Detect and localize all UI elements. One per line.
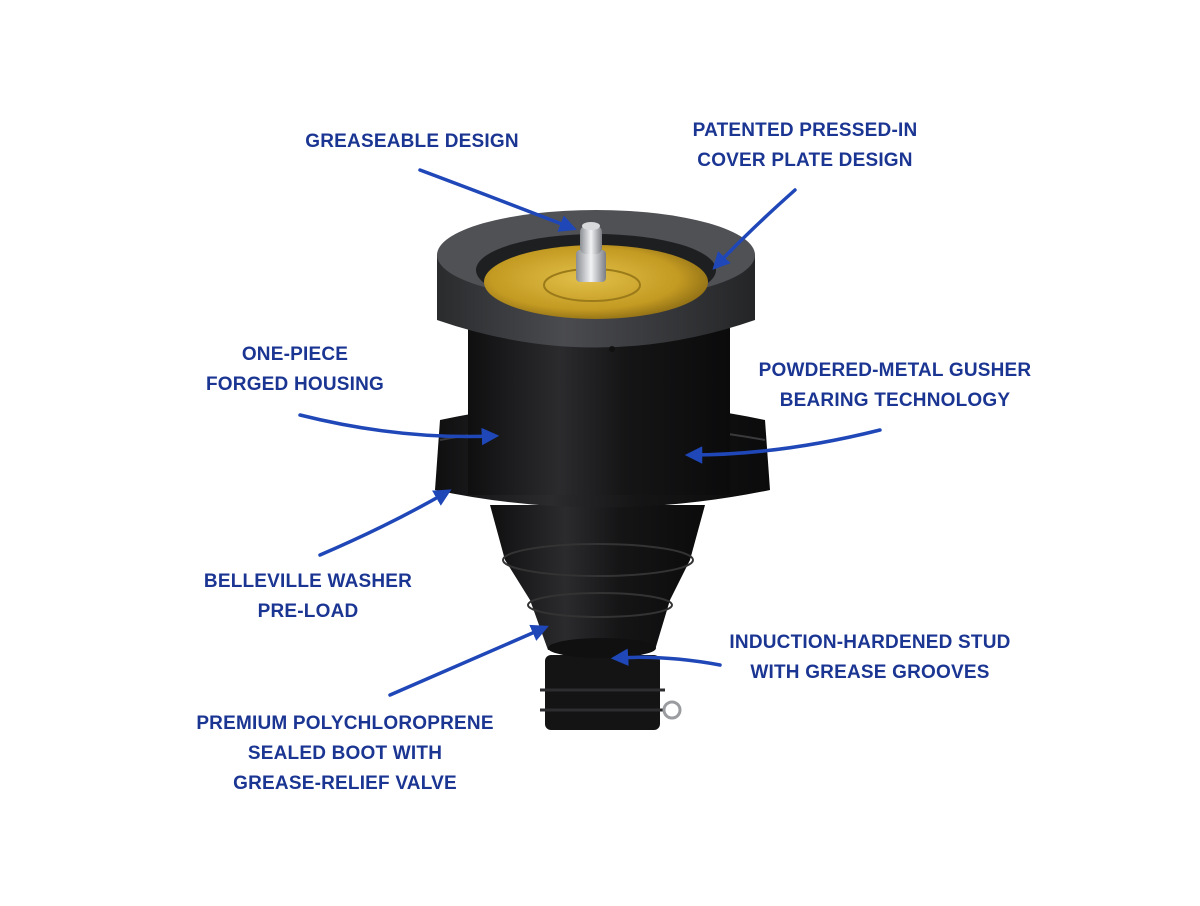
arrow-washer xyxy=(318,489,452,557)
grease-fitting xyxy=(576,222,606,282)
arrow-stud xyxy=(610,648,722,667)
arrow-boot xyxy=(388,624,549,697)
callout-bearing-technology: POWDERED-METAL GUSHER BEARING TECHNOLOGY xyxy=(759,356,1032,416)
arrow-housing xyxy=(298,413,500,446)
callout-line: BELLEVILLE WASHER xyxy=(203,571,413,592)
stud-nut xyxy=(540,655,682,730)
callout-sealed-boot: PREMIUM POLYCHLOROPRENE SEALED BOOT WITH… xyxy=(196,709,493,799)
sealed-boot xyxy=(490,505,705,658)
callout-line: PRE-LOAD xyxy=(257,601,359,622)
callout-line: FORGED HOUSING xyxy=(205,374,385,395)
arrow-greaseable xyxy=(418,168,577,232)
forged-housing xyxy=(468,325,730,495)
callout-line: GREASE-RELIEF VALVE xyxy=(233,773,457,794)
callout-line: PATENTED PRESSED-IN xyxy=(692,120,918,141)
arrow-bearing xyxy=(684,428,882,464)
callout-forged-housing: ONE-PIECE FORGED HOUSING xyxy=(206,340,384,400)
callout-line: COVER PLATE DESIGN xyxy=(697,150,913,171)
arrow-cover-plate xyxy=(712,188,797,270)
callout-line: WITH GREASE GROOVES xyxy=(750,662,990,683)
callout-line: BEARING TECHNOLOGY xyxy=(779,390,1011,411)
callout-greaseable-design: GREASEABLE DESIGN xyxy=(305,127,519,157)
callout-line: PREMIUM POLYCHLOROPRENE xyxy=(196,713,494,734)
callout-belleville-washer: BELLEVILLE WASHER PRE-LOAD xyxy=(204,567,412,627)
callout-line: GREASEABLE DESIGN xyxy=(305,131,519,152)
callout-induction-hardened-stud: INDUCTION-HARDENED STUD WITH GREASE GROO… xyxy=(729,628,1010,688)
callout-line: ONE-PIECE xyxy=(241,344,349,365)
callout-line: POWDERED-METAL GUSHER xyxy=(758,360,1032,381)
callout-line: INDUCTION-HARDENED STUD xyxy=(729,632,1011,653)
callout-line: SEALED BOOT WITH xyxy=(247,743,443,764)
callout-cover-plate-design: PATENTED PRESSED-IN COVER PLATE DESIGN xyxy=(693,116,918,176)
